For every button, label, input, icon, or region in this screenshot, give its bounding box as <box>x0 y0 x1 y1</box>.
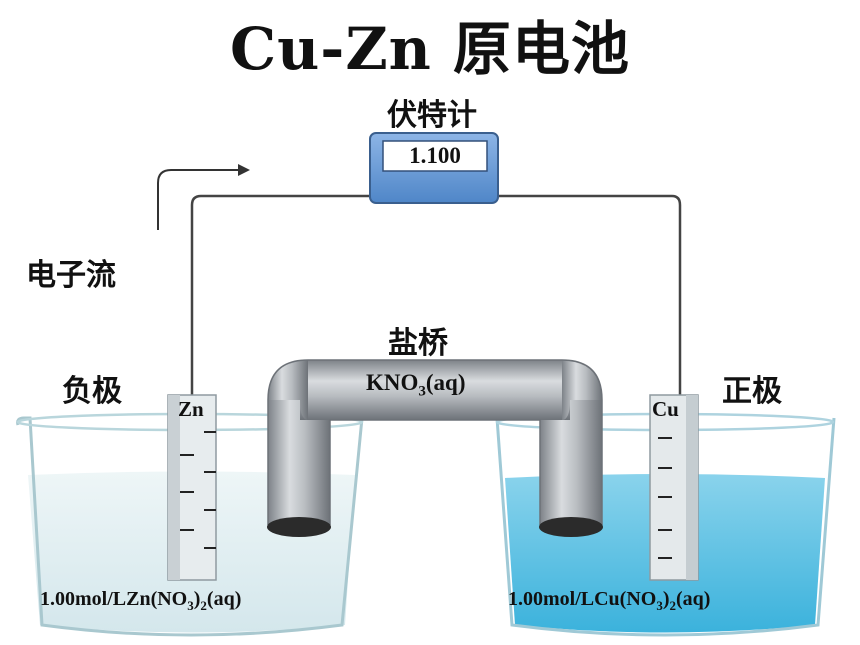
cu-electrode-label: Cu <box>652 397 679 421</box>
zn-beaker <box>16 416 364 637</box>
voltmeter-reading: 1.100 <box>409 143 461 168</box>
cathode-label: 正极 <box>722 374 782 409</box>
zn-electrode-label: Zn <box>178 397 204 421</box>
voltmeter-display <box>382 140 488 172</box>
wire <box>498 194 682 395</box>
electron-flow-arrow <box>157 169 238 230</box>
wire <box>190 194 370 395</box>
zn-electrode-ticks <box>180 431 216 549</box>
salt-bridge-plug-right <box>539 517 603 537</box>
cu-electrode-ticks <box>658 437 672 559</box>
cu-beaker <box>495 417 836 637</box>
anode-label: 负极 <box>62 374 122 409</box>
salt-bridge-formula: KNO3(aq) <box>366 370 466 400</box>
cu-solution-label: 1.00mol/LCu(NO3)2(aq) <box>508 588 711 613</box>
salt-bridge-plug-left <box>267 517 331 537</box>
voltmeter-label: 伏特计 <box>387 98 477 133</box>
salt-bridge-label: 盐桥 <box>388 326 448 361</box>
page-title: Cu-Zn 原电池 <box>229 15 631 83</box>
zn-solution-label: 1.00mol/LZn(NO3)2(aq) <box>40 588 242 613</box>
electron-flow-label: 电子流 <box>26 258 116 293</box>
salt-bridge <box>267 359 603 537</box>
arrow-head-icon <box>238 164 250 176</box>
